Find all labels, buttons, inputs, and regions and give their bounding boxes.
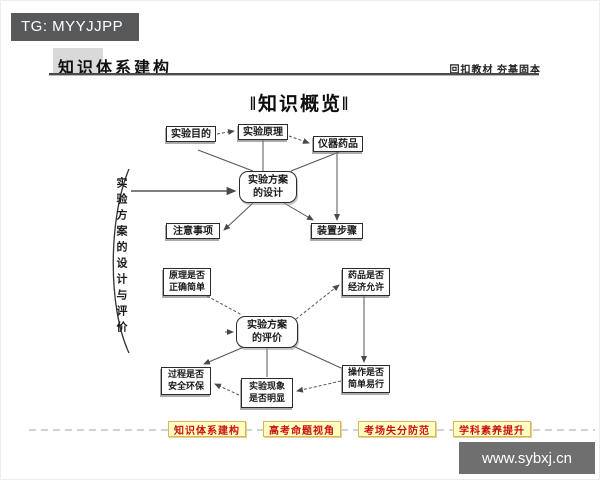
footer-nav-label: 高考命题视角	[269, 425, 335, 437]
header-tagline: 回扣教材 夯基固本	[449, 65, 541, 76]
footer-nav-literacy-improvement[interactable]: 学科素养提升	[453, 421, 531, 437]
footer-nav-exam-perspective[interactable]: 高考命题视角	[263, 421, 341, 437]
node-scheme-design: 实验方案 的设计	[239, 171, 297, 203]
node-process-check: 过程是否 安全环保	[161, 367, 211, 395]
watermark-badge: TG: MYYJJPP	[11, 13, 139, 41]
footer-nav-label: 考场失分防范	[364, 425, 430, 437]
header-divider	[49, 73, 539, 76]
node-apparatus-reagents: 仪器药品	[313, 136, 363, 152]
section-title: ‖知识概览‖	[249, 94, 351, 115]
footer-nav-score-loss-prevention[interactable]: 考场失分防范	[358, 421, 436, 437]
node-experiment-purpose: 实验目的	[166, 126, 216, 142]
footer-nav-label: 学科素养提升	[459, 425, 525, 437]
header-highlight-block	[53, 48, 103, 76]
diagram-side-label: 实验方案的设计与评价	[115, 177, 127, 337]
node-scheme-evaluation: 实验方案 的评价	[236, 316, 298, 348]
footer-nav-knowledge-system[interactable]: 知识体系建构	[168, 421, 246, 437]
page-title: 知识体系建构	[58, 60, 173, 77]
node-operation-check: 操作是否 简单易行	[342, 365, 390, 393]
node-precautions: 注意事项	[166, 223, 220, 239]
node-setup-steps: 装置步骤	[311, 223, 363, 239]
node-reagent-check: 药品是否 经济允许	[342, 268, 390, 296]
node-principle-check: 原理是否 正确简单	[163, 268, 211, 296]
footer-nav-label: 知识体系建构	[174, 425, 240, 437]
node-phenomenon-check: 实验现象 是否明显	[241, 378, 293, 408]
node-experiment-principle: 实验原理	[238, 124, 288, 140]
site-url-badge: www.sybxj.cn	[459, 442, 595, 474]
